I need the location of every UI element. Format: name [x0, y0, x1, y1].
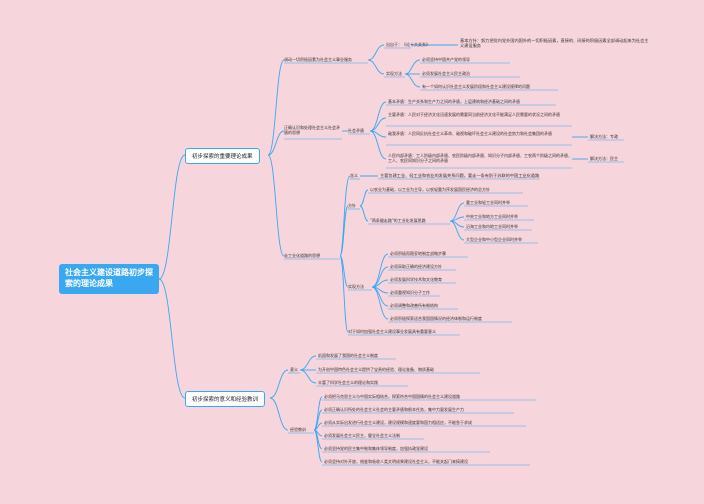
node-c3-method-2[interactable]: 必须采取正确的经济建设方针	[390, 264, 442, 269]
node-solve-dictatorship[interactable]: 解决方法：专政	[590, 134, 618, 139]
node-c3-method-3[interactable]: 必须发展科学技术和文化教育	[390, 277, 442, 282]
node-two-legs[interactable]: "两条腿走路"的工业化发展思路	[370, 218, 426, 223]
node-c1-method-3[interactable]: 有一个如何认识社会主义发展阶段和社会主义建设规律的问题	[422, 84, 530, 89]
link-cm6	[371, 286, 389, 320]
node-lesson-6[interactable]: 必须坚持对外开放，借鉴和吸收人类文明成果建设社会主义，不能关起门来搞建设	[324, 459, 468, 464]
link-root-b1	[158, 154, 186, 280]
node-c1-basis-text[interactable]: 基本方针：努力把党内党外国内国外的一切积极因素，直接的、间接的积极因素全部调动起…	[460, 38, 649, 48]
node-c3-method-1[interactable]: 必须积极而稳妥地制定战略步骤	[390, 251, 446, 256]
link-b2-meaning	[269, 369, 289, 399]
node-c1-basis[interactable]: 出自于：《论十大关系》	[386, 42, 430, 47]
link-b1-c1	[267, 59, 285, 156]
link-m1	[404, 59, 421, 75]
link-b1-c2	[267, 130, 285, 156]
node-lesson-4[interactable]: 必须发展社会主义民主，健全社会主义法制	[324, 433, 400, 438]
node-b2-meaning[interactable]: 意义	[290, 367, 298, 372]
link-walk1	[449, 202, 465, 222]
link-m3	[404, 73, 421, 88]
node-lesson-3[interactable]: 必须从实际出发进行社会主义建设，建设规模和速度要和国力相适应，不能急于求成	[324, 420, 472, 425]
root-node[interactable]: 社会主义建设道路初步探索的理论成果	[59, 264, 159, 294]
link-sub-i2	[369, 117, 387, 132]
node-social-contradiction[interactable]: 社会矛盾	[348, 128, 364, 133]
link-policy-main	[359, 189, 369, 207]
link-sub-i1	[369, 101, 387, 132]
node-enemy-contradiction[interactable]: 敌我矛盾：人民同反抗社会主义革命、敌视和破坏社会主义建设的社会势力和社会集团的矛…	[388, 131, 552, 136]
node-c3-method-6[interactable]: 必须积极探索适合我国国情况的经济体制和运行制度	[390, 316, 482, 321]
link-c3-extra	[339, 255, 349, 333]
node-main-contradiction[interactable]: 主要矛盾：人民对于经济文化迅速发展的需要同当前经济文化不能满足人民需要的状况之间…	[388, 112, 560, 117]
link-walk4	[449, 220, 465, 241]
node-b2-meaning-2[interactable]: 为开创中国特色社会主义提供了宝贵的经验、理论准备、物质基础	[318, 367, 434, 372]
node-basic-contradiction[interactable]: 基本矛盾：生产关系和生产力之间的矛盾，上层建筑和经济基础之间的矛盾	[388, 99, 520, 104]
node-c1-method[interactable]: 实现方法	[386, 71, 402, 76]
branch-theory-results[interactable]: 初步探索的重要理论成果	[185, 148, 260, 164]
node-walk-1[interactable]: 重工业和轻工业同时并举	[466, 200, 510, 205]
branch-meaning-lessons[interactable]: 初步探索的意义和经验教训	[185, 391, 266, 407]
link-root-b2	[158, 278, 186, 399]
node-b2-meaning-3[interactable]: 丰富了科学社会主义的理论和实践	[318, 380, 378, 385]
node-solve-democracy[interactable]: 解决方法：民主	[590, 156, 618, 161]
link-c1-method	[367, 59, 385, 75]
node-b2-lessons[interactable]: 经验教训	[290, 427, 306, 432]
node-people-contradiction[interactable]: 人民内部矛盾：工人阶级内部矛盾、农民阶级内部矛盾、知识分子内部矛盾、工农两个阶级…	[388, 153, 572, 163]
node-c1-method-1[interactable]: 必须坚持中国共产党的领导	[422, 57, 470, 62]
link-b1-c3	[267, 154, 285, 257]
link-cm1	[371, 253, 389, 288]
link-b2-lesson	[269, 397, 289, 431]
link-sub-i4	[369, 130, 387, 160]
link-l6	[313, 429, 323, 463]
node-walk-4[interactable]: 大型企业和中小型企业同时并举	[466, 237, 522, 242]
node-walk-2[interactable]: 中央工业和地方工业同时并举	[466, 214, 518, 219]
link-c3-meaning	[339, 175, 351, 257]
node-b2-meaning-1[interactable]: 巩固和发展了我国的社会主义制度	[318, 353, 378, 358]
node-contradiction-thought[interactable]: 正确认识和处理社会主义社会矛盾的思想	[284, 125, 340, 135]
link-bm3	[299, 369, 317, 384]
link-walk2	[449, 216, 465, 222]
link-policy-walk	[359, 205, 369, 222]
node-c3-method-4[interactable]: 必须重视知识分子工作	[390, 290, 430, 295]
node-c3-policy[interactable]: 方针	[348, 203, 356, 208]
node-lesson-1[interactable]: 必须把马克思主义与中国实际相结合，探索符合中国国情的社会主义建设道路	[324, 394, 460, 399]
node-c3-policy-main[interactable]: 以农业为基础，以工业为主导，以农轻重为序发展国民经济的总方针	[370, 187, 490, 192]
node-lesson-2[interactable]: 必须正确认识所处的社会主义社会的主要矛盾和根本任务，集中力量发展生产力	[324, 407, 464, 412]
node-walk-3[interactable]: 沿海工业和内地工业同时并举	[466, 224, 518, 229]
node-lesson-5[interactable]: 必须坚持党的民主集中制和集体领导制度，加强执政党建设	[324, 446, 428, 451]
node-c3-method-5[interactable]: 必须调整和改善所有制结构	[390, 303, 438, 308]
node-c3-method[interactable]: 实现方法	[348, 284, 364, 289]
node-industrialization[interactable]: 走工业化道路的思想	[284, 253, 320, 258]
node-c3-meaning[interactable]: 含义	[350, 173, 358, 178]
node-c3-meaning-text[interactable]: 主要包建工业、轻工业和农业的发展关系问题，要走一条有别于苏联的中国工业化道路	[380, 173, 540, 178]
link-bm1	[299, 355, 317, 371]
node-mobilize[interactable]: 调动一切积极因素为社会主义事业服务	[284, 57, 352, 62]
link-c1-basis	[367, 44, 385, 61]
node-c3-extra[interactable]: 对于如何加强社会主义建设事业发展具有重要意义	[348, 329, 436, 334]
link-c3-policy	[339, 205, 349, 257]
link-l1	[313, 396, 323, 431]
node-c1-method-2[interactable]: 必须发展社会主义民主政治	[422, 71, 470, 76]
